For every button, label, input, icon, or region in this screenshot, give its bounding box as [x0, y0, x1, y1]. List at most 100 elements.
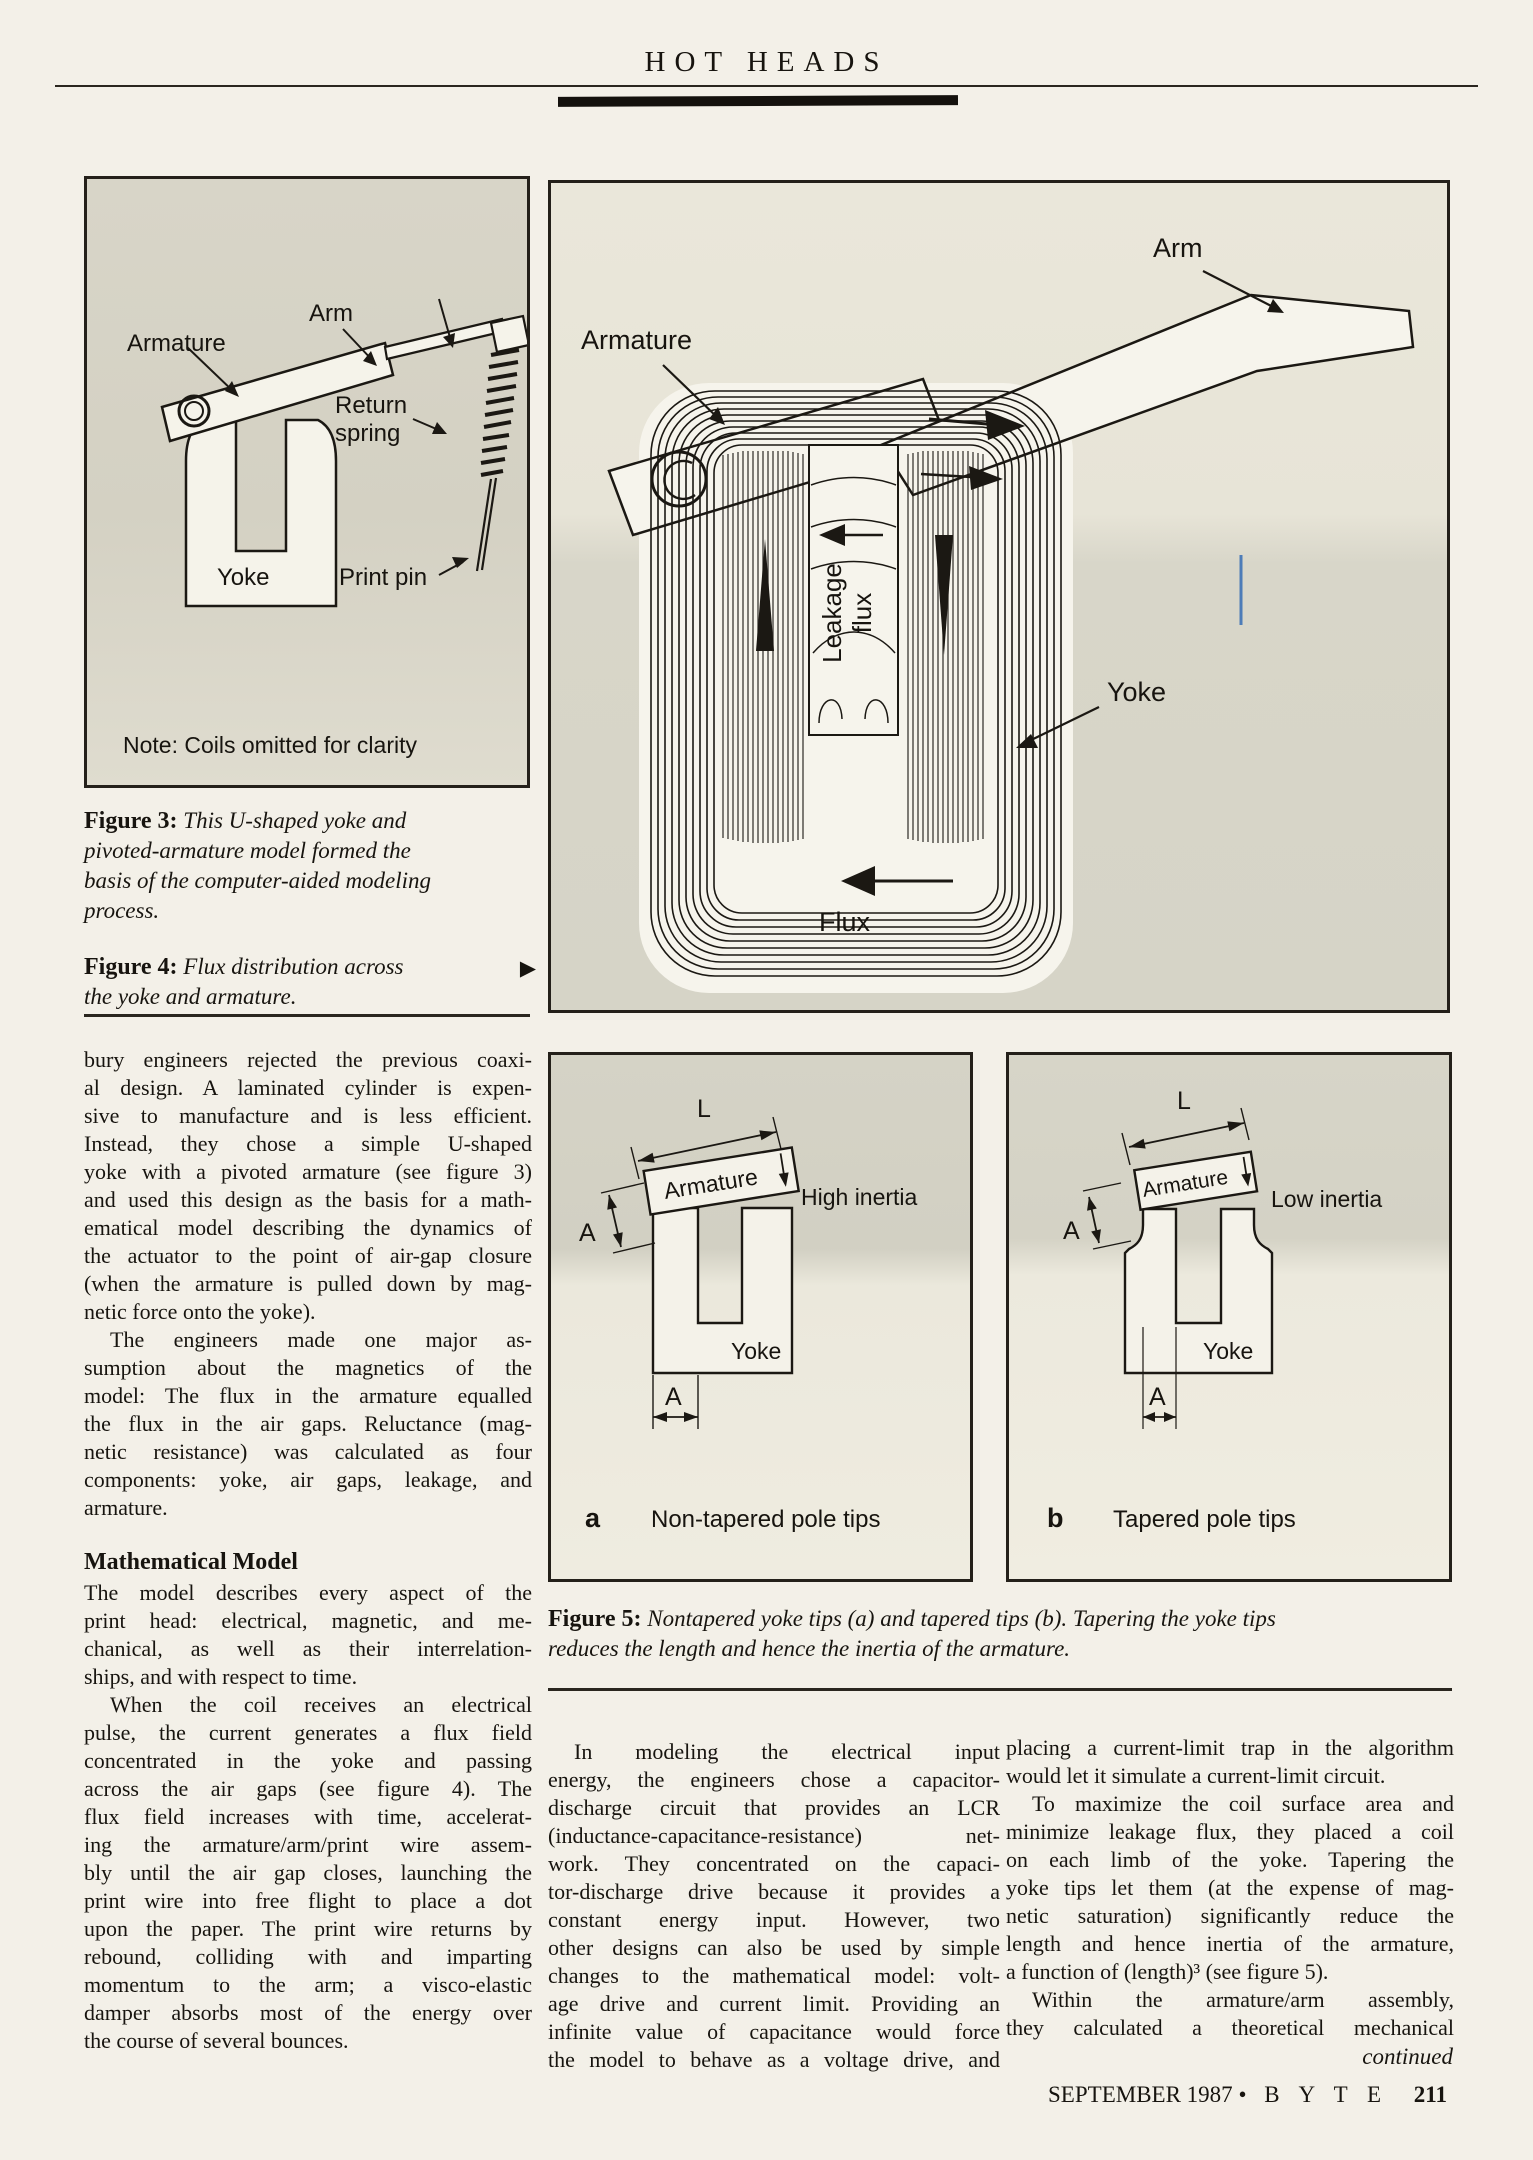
pointer-triangle-icon: ▶ — [519, 956, 536, 980]
text-line: pulse, the current generates a flux fiel… — [84, 1720, 532, 1745]
caption-lead: Figure 5: — [548, 1606, 642, 1632]
figure3-armature-label: Armature — [127, 330, 226, 357]
text-line: and used this design as the basis for a … — [84, 1187, 532, 1212]
figure5a-yoke-label: Yoke — [731, 1338, 781, 1364]
text-line: damper absorbs most of the energy over — [84, 2000, 532, 2025]
text-line: (when the armature is pulled down by mag… — [84, 1271, 532, 1296]
text-line: the model to behave as a voltage drive, … — [548, 2047, 1000, 2072]
figure4-arm-label: Arm — [1153, 233, 1203, 263]
panel-title: Tapered pole tips — [1113, 1506, 1296, 1533]
header-thick-bar — [557, 95, 959, 107]
left-column-rule — [84, 1014, 530, 1017]
text-line: across the air gaps (see figure 4). The — [84, 1776, 532, 1801]
caption-line: reduces the length and hence the inertia… — [548, 1636, 1071, 1661]
text-line: they calculated a theoretical mechanical — [1006, 2015, 1454, 2040]
text-line: To maximize the coil surface area and — [1032, 1791, 1454, 1816]
figure5a-diagram: L Armature A High inertia Yoke A — [579, 1095, 918, 1533]
figure3-diagram: Armature Arm Return spring Yoke Print pi… — [123, 298, 527, 758]
figure5b-diagram: L Armature A Low inertia Yoke A — [1047, 1087, 1382, 1533]
armature-shape: Armature — [642, 1146, 801, 1216]
text-line: yoke with a pivoted armature (see figure… — [84, 1159, 532, 1184]
flux-contours — [650, 390, 1062, 977]
continued-label: continued — [1362, 2044, 1453, 2069]
text-line: the flux in the air gaps. Reluctance (ma… — [84, 1411, 532, 1436]
panel-title: Non-tapered pole tips — [651, 1506, 880, 1533]
dim-A-side-label: A — [1063, 1217, 1080, 1245]
paragraph: placing a current-limit trap in the algo… — [1006, 1734, 1454, 1790]
limb-hatching — [722, 451, 984, 843]
figure5b-yoke-label: Yoke — [1203, 1338, 1253, 1364]
figure5-caption: Figure 5: Nontapered yoke tips (a) and t… — [548, 1604, 1452, 1664]
caption-text: This U-shaped yoke and — [183, 808, 407, 833]
text-line: bly until the air gap closes, launching … — [84, 1860, 532, 1885]
text-line: would let it simulate a current-limit ci… — [1006, 1763, 1386, 1788]
paragraph: Within the armature/arm assembly, they ca… — [1006, 1986, 1454, 2042]
figure5-bottom-rule — [548, 1688, 1452, 1691]
figure4-diagram: Arm Armature Leakage flux Yoke Flux — [581, 233, 1415, 993]
return-spring-shape — [480, 348, 520, 477]
figure3-arm-label: Arm — [309, 300, 353, 327]
text-line: print head: electrical, magnetic, and me… — [84, 1608, 532, 1633]
text-line: The engineers made one major as- — [110, 1327, 532, 1352]
text-line: other designs can also be used by simple — [548, 1935, 1000, 1960]
panel-tag: a — [585, 1503, 601, 1533]
text-line: infinite value of capacitance would forc… — [548, 2019, 1000, 2044]
caption-line: process. — [84, 898, 160, 923]
dim-A-bottom-label: A — [1149, 1383, 1166, 1411]
section-heading: Mathematical Model — [84, 1549, 298, 1575]
text-line: work. They concentrated on the capaci- — [548, 1851, 1000, 1876]
footer-magazine: B Y T E — [1264, 2082, 1389, 2107]
text-line: sumption about the magnetics of the — [84, 1355, 532, 1380]
caption-line: Figure 3: This U-shaped yoke and — [84, 806, 536, 836]
caption-line: basis of the computer-aided modeling — [84, 868, 432, 893]
figure3-return-spring-label-1: Return — [335, 392, 407, 419]
caption-line: the yoke and armature. — [84, 984, 297, 1009]
paragraph: The engineers made one major as-sumption… — [84, 1326, 532, 1522]
caption-line: Figure 5: Nontapered yoke tips (a) and t… — [548, 1604, 1452, 1634]
text-line: flux field increases with time, accelera… — [84, 1804, 532, 1829]
figure4-flux-label: Flux — [819, 907, 871, 937]
yoke-shape — [651, 1206, 794, 1375]
text-line: a function of (length)³ (see figure 5). — [1006, 1959, 1329, 1984]
leakage-flux-lines — [810, 476, 897, 724]
text-line: rebound, colliding with and imparting — [84, 1944, 532, 1969]
text-line: ematical model describing the dynamics o… — [84, 1215, 532, 1240]
text-line: When the coil receives an electrical — [110, 1692, 532, 1717]
header-rule — [55, 85, 1478, 87]
text-line: constant energy input. However, two — [548, 1907, 1000, 1932]
figure5-panel-a: L Armature A High inertia Yoke A — [548, 1052, 973, 1582]
caption-line: pivoted-armature model formed the — [84, 838, 411, 863]
dim-L-label: L — [1177, 1087, 1191, 1115]
figure3-yoke-label: Yoke — [217, 564, 270, 591]
text-line: energy, the engineers chose a capacitor- — [548, 1767, 1000, 1792]
text-line: armature. — [84, 1495, 168, 1520]
text-line: ships, and with respect to time. — [84, 1664, 358, 1689]
footer-issue: SEPTEMBER 1987 — [1048, 2082, 1233, 2107]
text-line: print wire into free flight to place a d… — [84, 1888, 532, 1913]
text-line: on each limb of the yoke. Tapering the — [1006, 1847, 1454, 1872]
text-line: discharge circuit that provides an LCR — [548, 1795, 1000, 1820]
text-line: Within the armature/arm assembly, — [1032, 1987, 1454, 2012]
text-line: the course of several bounces. — [84, 2028, 349, 2053]
dim-A-side-label: A — [579, 1219, 596, 1247]
figure4-box: Arm Armature Leakage flux Yoke Flux — [548, 180, 1450, 1013]
text-line: netic resistance) was calculated as four — [84, 1439, 532, 1464]
text-line: components: yoke, air gaps, leakage, and — [84, 1467, 532, 1492]
text-line: The model describes every aspect of the — [84, 1580, 532, 1605]
caption-text: Nontapered yoke tips (a) and tapered tip… — [647, 1606, 1276, 1631]
text-line: chanical, as well as their interrelation… — [84, 1636, 532, 1661]
dim-L-label: L — [697, 1095, 711, 1123]
text-line: changes to the mathematical model: volt- — [548, 1963, 1000, 1988]
text-line: length and hence inertia of the armature… — [1006, 1931, 1454, 1956]
paragraph: To maximize the coil surface area and min… — [1006, 1790, 1454, 1986]
text-line: concentrated in the yoke and passing — [84, 1748, 532, 1773]
text-line: model: The flux in the armature equalled — [84, 1383, 532, 1408]
text-line: minimize leakage flux, they placed a coi… — [1006, 1819, 1454, 1844]
text-line: momentum to the arm; a visco-elastic — [84, 1972, 532, 1997]
figure4-leakage-label-1: Leakage — [817, 563, 847, 663]
body-column-left: bury engineers rejected the previous coa… — [84, 1046, 532, 2055]
text-line: tor-discharge drive because it provides … — [548, 1879, 1000, 1904]
figure4-yoke-label: Yoke — [1107, 677, 1166, 707]
